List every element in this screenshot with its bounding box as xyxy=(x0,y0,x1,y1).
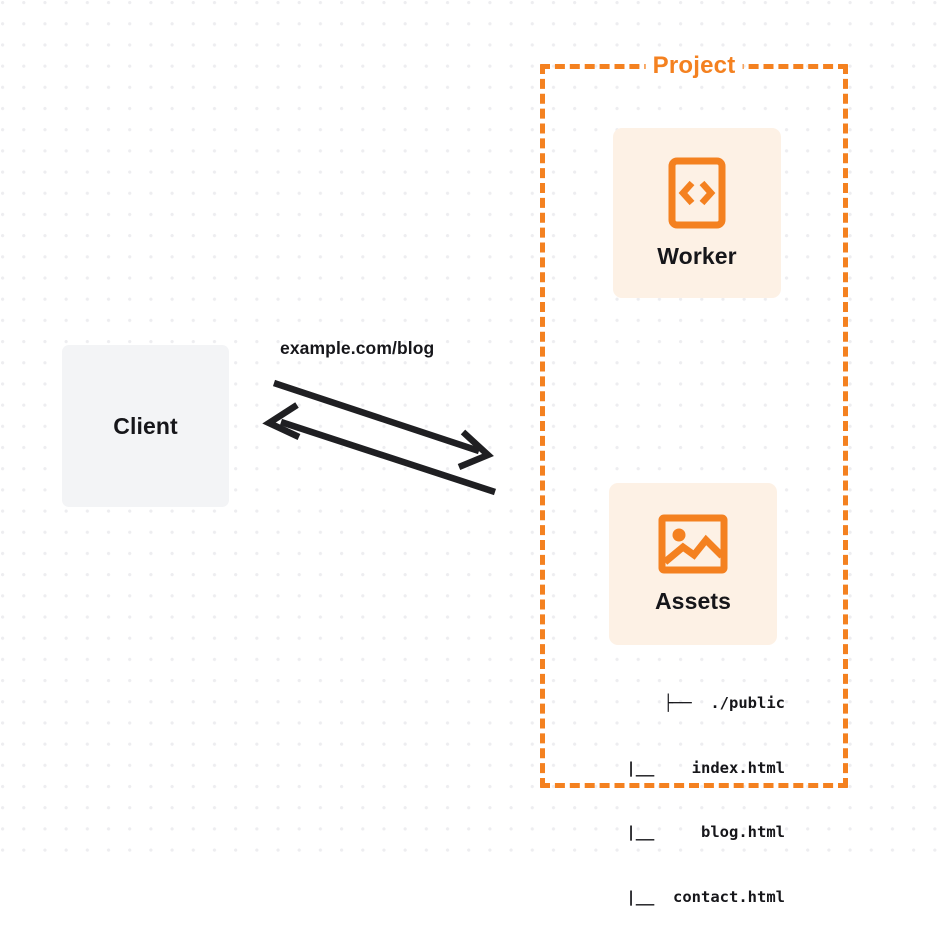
file-tree-row: |__ contact.html xyxy=(626,887,785,906)
project-group: Project xyxy=(540,52,848,788)
assets-node-label: Assets xyxy=(654,587,732,614)
file-tree-row: ├── ./public xyxy=(663,694,785,712)
client-node[interactable]: Client xyxy=(62,345,229,507)
file-tree-row: |__ blog.html xyxy=(626,823,785,841)
worker-node[interactable]: Worker xyxy=(613,128,781,298)
diagram-canvas: Client example.com/blog Project Worker xyxy=(0,0,938,906)
response-arrow xyxy=(262,402,497,496)
image-icon xyxy=(658,514,728,574)
connection-url-label: example.com/blog xyxy=(280,338,435,358)
client-node-label: Client xyxy=(113,412,178,439)
request-arrow xyxy=(272,379,494,471)
project-group-label: Project xyxy=(645,52,743,80)
assets-node[interactable]: Assets xyxy=(609,483,777,645)
code-file-icon xyxy=(668,157,726,229)
assets-file-tree: ├── ./public |__ index.html |__ blog.htm… xyxy=(585,650,785,951)
file-tree-row: |__ index.html xyxy=(626,758,785,777)
worker-node-label: Worker xyxy=(657,242,737,269)
